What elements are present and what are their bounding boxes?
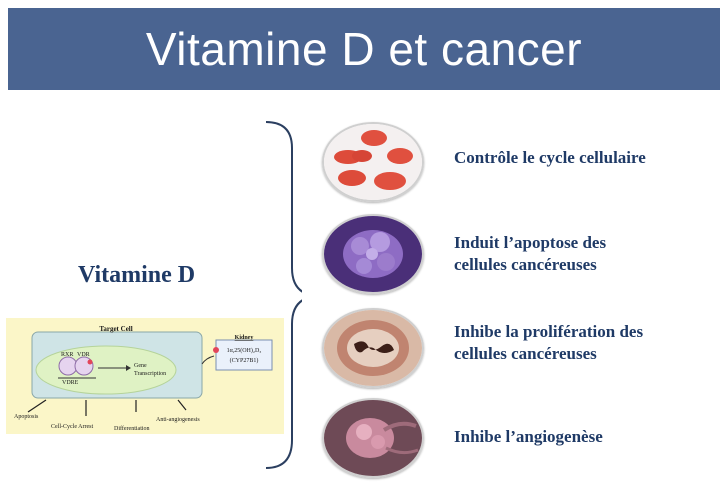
item-text-cell-cycle: Contrôle le cycle cellulaire <box>454 147 646 169</box>
item-text-angiogenesis: Inhibe l’angiogenèse <box>454 426 603 448</box>
rxr-label: RXR <box>61 352 73 358</box>
item-line: Inhibe la prolifération des <box>454 322 644 341</box>
dividing-cell-image <box>322 308 424 388</box>
ligand-dot <box>87 359 93 365</box>
gene-label: Gene <box>134 363 147 369</box>
vdre-label: VDRE <box>62 380 79 386</box>
vitamin-d-label: Vitamine D <box>78 262 196 288</box>
tumor-vessel-image <box>322 398 424 478</box>
item-line: Contrôle le cycle cellulaire <box>454 148 646 167</box>
kidney-dot <box>213 347 219 353</box>
kidney-line1: 1α,25(OH)₂D₃ <box>227 347 262 354</box>
item-line: Inhibe l’angiogenèse <box>454 427 603 446</box>
target-cell-label: Target Cell <box>99 325 132 333</box>
kidney-box <box>215 339 273 371</box>
outcome-apoptosis: Apoptosis <box>14 414 39 420</box>
red-blood-cells-image <box>322 122 424 202</box>
item-line: cellules cancéreuses <box>454 255 597 274</box>
pathway-diagram: Target Cell RXR VDR VDRE Gene Transcript… <box>6 318 284 434</box>
title-bar: Vitamine D et cancer <box>8 8 720 90</box>
slide-title: Vitamine D et cancer <box>145 23 583 75</box>
vdr-label: VDR <box>77 352 90 358</box>
nucleus <box>35 345 177 395</box>
transcription-label: Transcription <box>134 371 166 377</box>
rxr-receptor <box>58 356 78 376</box>
item-line: Induit l’apoptose des <box>454 233 607 252</box>
kidney-label: Kidney <box>235 335 254 341</box>
outcome-differentiation: Differentiation <box>114 425 150 432</box>
kidney-line2: (CYP27B1) <box>230 357 259 364</box>
outcome-cell-cycle-arrest: Cell-Cycle Arrest <box>51 424 93 430</box>
item-text-proliferation: Inhibe la prolifération des cellules can… <box>454 321 643 365</box>
outcome-anti-angiogenesis: Anti-angiogenesis <box>156 417 200 423</box>
curly-brace <box>265 121 302 469</box>
item-line: cellules cancéreuses <box>454 344 597 363</box>
apoptotic-cell-image <box>322 214 424 294</box>
item-text-apoptosis: Induit l’apoptose des cellules cancéreus… <box>454 232 606 276</box>
